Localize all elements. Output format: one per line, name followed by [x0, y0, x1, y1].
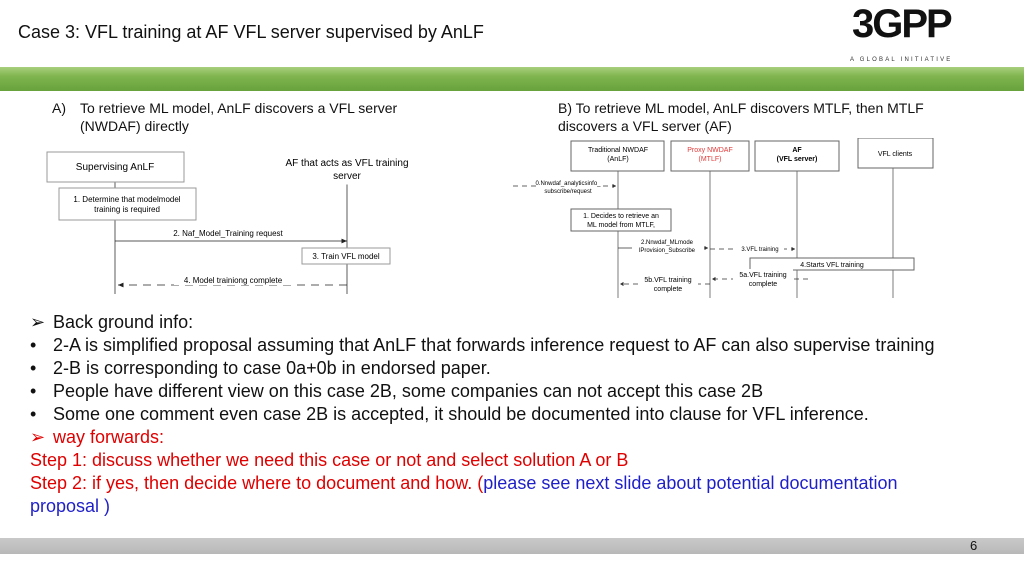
- col-mtlf-line1: Proxy NWDAF: [687, 147, 733, 154]
- msg0-line1: 0.Nnwdaf_analyticsinfo_: [535, 181, 601, 187]
- col-mtlf-box: [670, 140, 750, 172]
- col-af-box: [754, 140, 840, 172]
- footer-band: [0, 538, 1024, 554]
- step2-link-text-cont[interactable]: proposal ): [30, 496, 111, 516]
- bullet-text: Some one comment even case 2B is accepte…: [53, 404, 869, 424]
- supervising-anlf-box: [46, 151, 185, 183]
- body-text: ➢ Back ground info: • 2-A is simplified pr…: [30, 311, 1010, 518]
- b-step1-box: [570, 208, 672, 232]
- page-number: 6: [970, 538, 978, 553]
- header-band: [0, 67, 1024, 91]
- diagram-a: Supervising AnLF AF that acts as VFL tra…: [46, 149, 410, 294]
- step1-text: Step 1: discuss whether we need this cas…: [30, 450, 629, 470]
- arrow-bullet-icon: ➢: [30, 427, 46, 447]
- dot-bullet-icon: •: [30, 335, 37, 355]
- section-a-marker: A): [52, 100, 66, 116]
- col-clients-box: [857, 138, 934, 169]
- bullet-text: 2-A is simplified proposal assuming that…: [53, 335, 935, 355]
- msg0-bg: [536, 178, 600, 195]
- slide-title: Case 3: VFL training at AF VFL server su…: [18, 22, 484, 42]
- step1-box: [58, 187, 197, 221]
- msg3-bg: [736, 244, 784, 253]
- dot-bullet-icon: •: [30, 381, 37, 401]
- b-step1-line2: ML model from MTLF,: [587, 222, 655, 229]
- b-step1-line1: 1. Decides to retrieve an: [583, 213, 659, 220]
- step2-link-text[interactable]: please see next slide about potential do…: [483, 473, 898, 493]
- bullet-text: 2-B is corresponding to case 0a+0b in en…: [53, 358, 491, 378]
- af-label-line2: server: [333, 171, 361, 182]
- step2-red-text: Step 2: if yes, then decide where to doc…: [30, 473, 484, 493]
- msg2-line2: lProvision_Subscribe: [639, 248, 696, 254]
- msg3-label: 3.VFL training: [741, 247, 778, 253]
- msg5b-line2: complete: [654, 286, 683, 293]
- bullet-item: • 2-B is corresponding to case 0a+0b in e…: [30, 357, 1010, 380]
- msg0-line2: subscribe/request: [544, 189, 592, 195]
- bullet-background: ➢ Back ground info:: [30, 311, 1010, 334]
- step3-box: [301, 247, 391, 265]
- col-clients-label: VFL clients: [878, 151, 913, 158]
- bullet-item: • Some one comment even case 2B is accept…: [30, 403, 1010, 426]
- diagram-b: Traditional NWDAF (AnLF) Proxy NWDAF (MT…: [513, 138, 934, 298]
- dot-bullet-icon: •: [30, 404, 37, 424]
- msg5b-line1: 5b.VFL training: [644, 277, 691, 284]
- col-mtlf-line2: (MTLF): [699, 156, 722, 163]
- msg2-line1: 2.Nnwdaf_MLmode: [641, 240, 694, 246]
- logo-tagline: A GLOBAL INITIATIVE: [850, 57, 953, 63]
- af-box: [274, 149, 410, 185]
- b-step4-box: [749, 257, 915, 271]
- section-a-text: To retrieve ML model, AnLF discovers a V…: [80, 100, 398, 134]
- step2-text: Step 2: if yes, then decide where to doc…: [30, 472, 1010, 495]
- supervising-anlf-label: Supervising AnLF: [76, 162, 154, 173]
- bullet-item: • 2-A is simplified proposal assuming tha…: [30, 334, 1010, 357]
- col-anlf-line1: Traditional NWDAF: [588, 147, 648, 154]
- step4-bg: [174, 274, 292, 285]
- bullet-item: • People have different view on this case…: [30, 380, 1010, 403]
- bullet-text: way forwards:: [53, 427, 165, 447]
- logo-brand: 3GPP: [852, 2, 953, 46]
- bullet-text: Back ground info:: [53, 312, 194, 332]
- col-anlf-line2: (AnLF): [607, 156, 628, 163]
- col-af-line1: AF: [792, 147, 802, 154]
- col-anlf-box: [570, 140, 665, 172]
- step4-label: 4. Model trainiong complete: [184, 276, 283, 285]
- step1-line2: training is required: [94, 205, 160, 214]
- 3gpp-logo: 3GPP A GLOBAL INITIATIVE: [848, 2, 960, 68]
- af-label-line1: AF that acts as VFL training: [285, 158, 408, 169]
- msg5a-line2: complete: [749, 281, 778, 288]
- step2-label: 2. Naf_Model_Training request: [173, 229, 283, 238]
- msg5a-line1: 5a.VFL training: [739, 272, 786, 279]
- b-step4-label: 4.Starts VFL training: [800, 262, 864, 269]
- msg5b-bg: [638, 274, 698, 293]
- step1-line1: 1. Determine that modelmodel: [73, 195, 180, 204]
- section-b-heading: B) To retrieve ML model, AnLF discovers …: [558, 100, 924, 134]
- msg2-bg: [632, 236, 704, 253]
- dot-bullet-icon: •: [30, 358, 37, 378]
- step3-label: 3. Train VFL model: [312, 252, 380, 261]
- arrow-bullet-icon: ➢: [30, 312, 46, 332]
- msg5a-bg: [733, 269, 793, 287]
- bullet-way-forward: ➢ way forwards:: [30, 426, 1010, 449]
- bullet-text: People have different view on this case …: [53, 381, 764, 401]
- col-af-line2: (VFL server): [777, 156, 818, 163]
